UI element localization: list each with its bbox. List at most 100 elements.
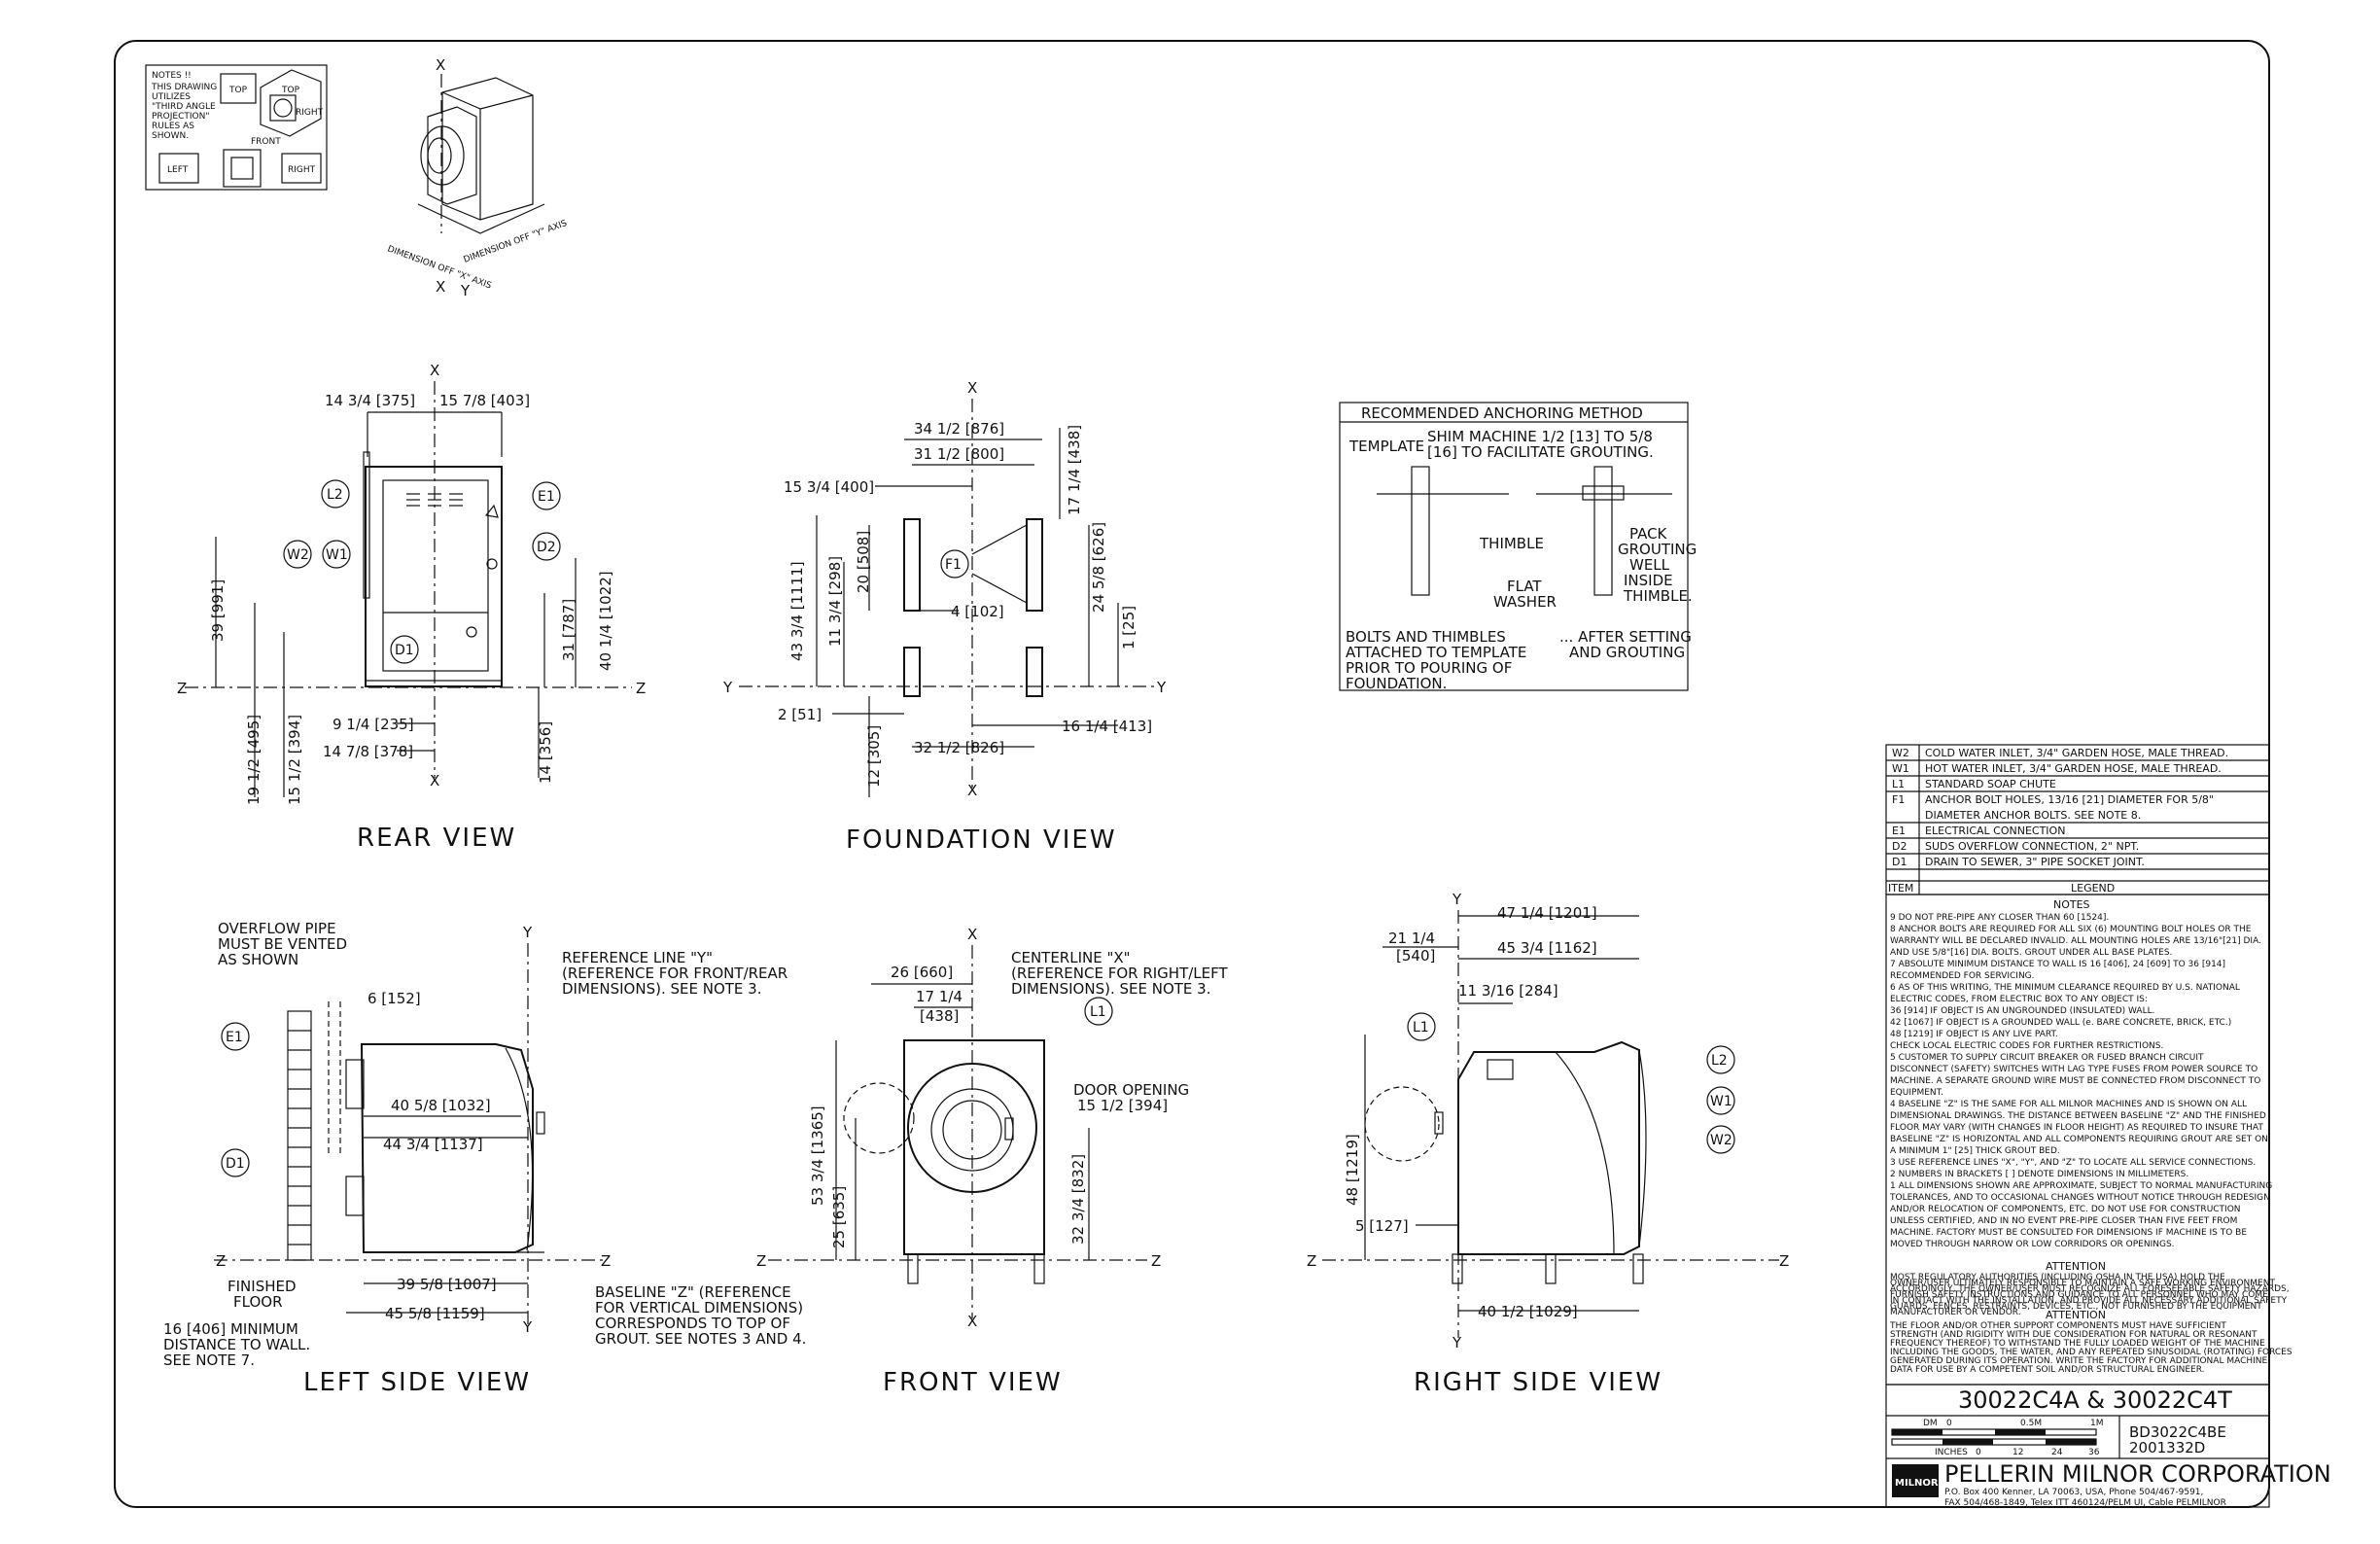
attention2-line-5: DATA FOR USE BY A COMPETENT SOIL AND/OR … [1890, 1365, 2205, 1375]
svg-text:Y: Y [1156, 679, 1167, 696]
attention2-line-3: INCLUDING THE GOODS, THE WATER, AND ANY … [1890, 1348, 2292, 1357]
svg-text:0: 0 [1976, 1448, 1981, 1457]
attention2-line-2: FREQUENCY THEREOF) TO WITHSTAND THE FULL… [1890, 1339, 2265, 1349]
anchoring-pack-3: INSIDE [1624, 572, 1673, 589]
legend-desc-2: STANDARD SOAP CHUTE [1925, 778, 2056, 790]
company-name: PELLERIN MILNOR CORPORATION [1944, 1460, 2331, 1488]
note-line-15: EQUIPMENT. [1890, 1088, 1943, 1098]
rear-callout-d1: D1 [395, 643, 414, 658]
foundation-view-title: FOUNDATION VIEW [846, 825, 1117, 855]
model-numbers: 30022C4A & 30022C4T [1958, 1386, 2232, 1414]
legend-item-7: D1 [1892, 856, 1907, 868]
anchoring-pack-2: WELL [1629, 556, 1670, 574]
svg-text:Z: Z [636, 680, 646, 697]
company-address: P.O. Box 400 Kenner, LA 70063, USA, Phon… [1944, 1488, 2203, 1497]
attention2-line-1: STRENGTH (AND RIGIDITY WITH DUE CONSIDER… [1890, 1330, 2258, 1340]
scale-bar: DM 0 0.5M 1M INCHES 0 12 24 36 [1891, 1419, 2104, 1457]
legend-desc-5: ELECTRICAL CONNECTION [1925, 825, 2065, 837]
notes-box-right-1: RIGHT [296, 108, 324, 118]
svg-text:Y: Y [1452, 1334, 1462, 1351]
left-dim-0: 6 [152] [368, 990, 421, 1007]
note-line-25: AND/OR RELOCATION OF COMPONENTS, ETC. DO… [1890, 1205, 2241, 1214]
centerline-x-1: (REFERENCE FOR RIGHT/LEFT [1011, 965, 1228, 982]
left-side-view: OVERFLOW PIPE MUST BE VENTED AS SHOWN Y … [163, 920, 806, 1397]
note-line-10: 48 [1219] IF OBJECT IS ANY LIVE PART. [1890, 1030, 2058, 1039]
attention1-line-5: GUARDS, FENCES, RESTRAINTS, DEVICES, ETC… [1890, 1302, 2262, 1312]
rear-callout-w1: W1 [326, 547, 348, 563]
finished-floor-0: FINISHED [228, 1278, 297, 1295]
attention1-line-4: IN CONTACT WITH THE INSTALLATION, AND PR… [1890, 1296, 2288, 1306]
overflow-0: OVERFLOW PIPE [218, 920, 336, 937]
svg-text:X: X [967, 379, 977, 397]
right-dim-2: [540] [1396, 947, 1435, 965]
notes-box-line-5: RULES AS [152, 122, 194, 131]
rear-dim-1: 15 7/8 [403] [439, 392, 530, 409]
svg-text:24: 24 [2051, 1448, 2063, 1457]
front-callout-l1: L1 [1090, 1004, 1106, 1020]
notes-block: NOTES 9 DO NOT PRE-PIPE ANY CLOSER THAN … [1885, 894, 2292, 1386]
anchoring-thimble: THIMBLE [1479, 535, 1544, 552]
rear-callout-l2: L2 [327, 487, 343, 503]
baseline-z-3: GROUT. SEE NOTES 3 AND 4. [595, 1330, 806, 1348]
svg-text:0: 0 [1946, 1419, 1952, 1428]
anchoring-after-1: AND GROUTING [1569, 644, 1685, 661]
attention1-line-3: FURNISH SAFETY INSTRUCTIONS AND GUIDANCE… [1890, 1290, 2268, 1300]
right-callout-l1: L1 [1413, 1020, 1429, 1035]
door-opening: DOOR OPENING [1073, 1081, 1189, 1099]
svg-text:Z: Z [177, 680, 187, 697]
note-line-17: DIMENSIONAL DRAWINGS. THE DISTANCE BETWE… [1890, 1111, 2266, 1121]
attention1-line-0: MOST REGULATORY AUTHORITIES (INCLUDING O… [1890, 1273, 2225, 1282]
rear-dim-0: 14 3/4 [375] [325, 392, 415, 409]
document-number: 2001332D [2129, 1439, 2205, 1456]
projection-notes-box: NOTES !! THIS DRAWING UTILIZES "THIRD AN… [145, 64, 328, 191]
found-dim-12: 32 1/2 [826] [914, 739, 1004, 756]
ref-y-0: REFERENCE LINE "Y" [562, 949, 713, 966]
attention1-line-6: MANUFACTURER OR VENDOR. [1890, 1308, 2021, 1317]
svg-text:12: 12 [2012, 1448, 2023, 1457]
note-line-16: 4 BASELINE "Z" IS THE SAME FOR ALL MILNO… [1890, 1100, 2247, 1109]
attention1-line-1: OWNER/USER ULTIMATELY RESPONSIBLE TO MAI… [1890, 1279, 2277, 1288]
notes-box-line-4: PROJECTION" [152, 112, 210, 122]
found-dim-2: 15 3/4 [400] [784, 478, 874, 496]
right-callout-l2: L2 [1711, 1053, 1728, 1069]
attention2-line-4: GENERATED DURING ITS OPERATION. WRITE TH… [1890, 1356, 2268, 1366]
drawing-number: BD3022C4BE [2129, 1423, 2226, 1441]
iso-y-bottom: Y [460, 282, 471, 299]
found-dim-5: 43 3/4 [1111] [788, 561, 806, 661]
note-line-11: CHECK LOCAL ELECTRIC CODES FOR FURTHER R… [1890, 1041, 2163, 1051]
right-dim-5: 48 [1219] [1344, 1134, 1361, 1206]
rear-dim-2: 39 [991] [209, 579, 227, 642]
svg-text:Y: Y [522, 924, 533, 941]
anchoring-washer-0: FLAT [1507, 578, 1542, 595]
legend-desc-1: HOT WATER INLET, 3/4" GARDEN HOSE, MALE … [1925, 762, 2222, 775]
notes-box-left: LEFT [167, 165, 189, 175]
svg-text:36: 36 [2088, 1448, 2100, 1457]
svg-text:Z: Z [1151, 1252, 1161, 1270]
svg-text:Y: Y [722, 679, 733, 696]
legend-desc-3: ANCHOR BOLT HOLES, 13/16 [21] DIAMETER F… [1925, 793, 2214, 806]
overflow-1: MUST BE VENTED [218, 935, 347, 953]
note-line-5: RECOMMENDED FOR SERVICING. [1890, 971, 2035, 981]
anchoring-title: RECOMMENDED ANCHORING METHOD [1361, 404, 1643, 422]
note-line-18: FLOOR MAY VARY (WITH CHANGES IN FLOOR HE… [1890, 1123, 2263, 1133]
anchoring-after-0: ... AFTER SETTING [1559, 628, 1692, 646]
ref-y-2: DIMENSIONS). SEE NOTE 3. [562, 980, 762, 998]
found-dim-11: 12 [305] [865, 725, 883, 788]
rear-callout-d2: D2 [537, 540, 556, 555]
notes-box-line-6: SHOWN. [152, 131, 189, 141]
isometric-sketch: X DIMENSION OFF "X" AXIS DIMENSION OFF "… [386, 56, 569, 299]
legend-title: LEGEND [2071, 882, 2115, 895]
found-dim-9: 1 [25] [1120, 606, 1138, 649]
note-line-24: TOLERANCES, AND TO OCCASIONAL CHANGES WI… [1889, 1193, 2270, 1203]
notes-box-line-2: UTILIZES [152, 92, 191, 102]
baseline-z-2: CORRESPONDS TO TOP OF [595, 1315, 790, 1332]
note-line-6: 6 AS OF THIS WRITING, THE MINIMUM CLEARA… [1890, 983, 2240, 993]
anchoring-shim-0: SHIM MACHINE 1/2 [13] TO 5/8 [1427, 428, 1653, 445]
front-dim-1: 17 1/4 [916, 988, 962, 1005]
front-view: X X Z Z 26 [660] 17 1/4 [438] 53 3/4 [13… [756, 926, 1228, 1397]
found-dim-3: 17 1/4 [438] [1066, 425, 1083, 515]
found-dim-6: 20 [508] [855, 531, 872, 593]
note-line-1: 8 ANCHOR BOLTS ARE REQUIRED FOR ALL SIX … [1890, 925, 2252, 934]
rear-dim-5: 19 1/2 [495] [245, 715, 262, 805]
